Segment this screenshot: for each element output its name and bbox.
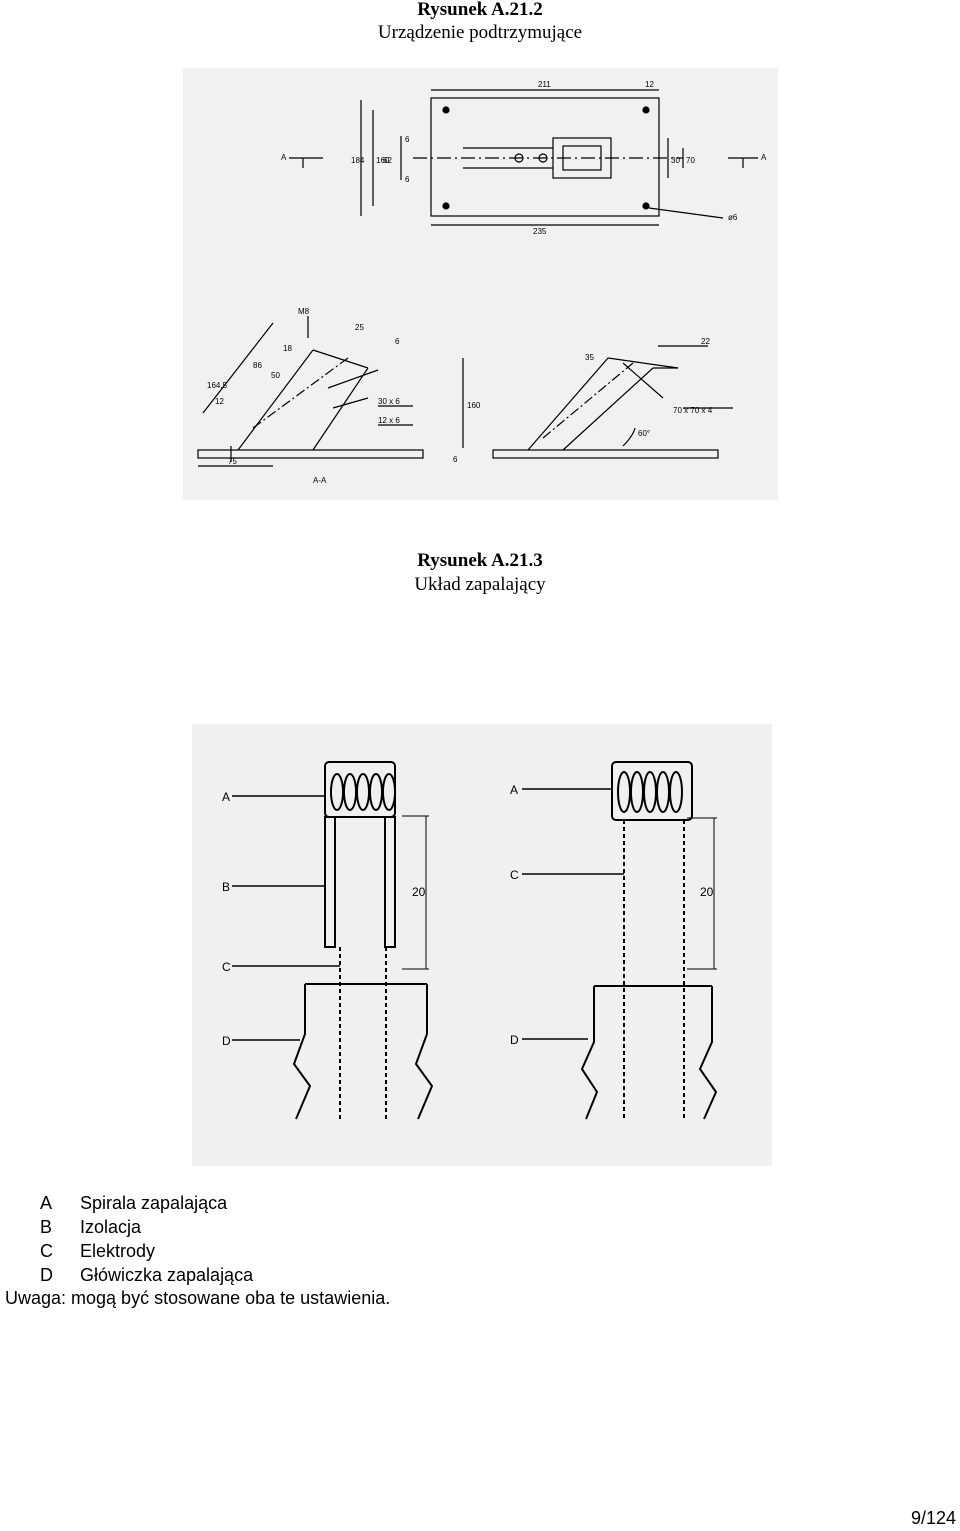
dim-6b: 6 [405, 175, 410, 184]
page-number: 9/124 [910, 1508, 956, 1528]
dim-235: 235 [533, 227, 547, 236]
dim-75: 75 [228, 457, 237, 466]
ignition-system-drawing: A B C D A C D 20 20 [192, 724, 772, 1166]
support-device-svg: 211 12 184 160 62 6 6 30 70 ø6 235 A A M… [183, 68, 778, 500]
legend-key: D [40, 1265, 53, 1285]
dim-18: 18 [283, 344, 292, 353]
dim-20-left: 20 [412, 885, 426, 899]
legend-item: A Spirala zapalająca [40, 1191, 253, 1215]
legend: A Spirala zapalająca B Izolacja C Elektrody… [40, 1191, 253, 1287]
dim-50: 50 [271, 371, 280, 380]
section-mark-a-right: A [761, 153, 767, 162]
legend-text: Spirala zapalająca [80, 1193, 228, 1213]
dim-25: 25 [355, 323, 364, 332]
label-c-left: C [222, 960, 231, 974]
dim-12x6: 12 x 6 [378, 416, 400, 425]
label-d-left: D [222, 1034, 231, 1048]
dim-6d: 6 [453, 455, 458, 464]
dim-30x6: 30 x 6 [378, 397, 400, 406]
figure2-title: Układ zapalający [414, 574, 546, 595]
legend-text: Główiczka zapalająca [80, 1265, 254, 1285]
dim-30: 30 [671, 156, 680, 165]
dim-70x70x4: 70 x 70 x 4 [673, 406, 713, 415]
legend-key: B [40, 1217, 53, 1237]
label-b-left: B [222, 880, 230, 894]
ignition-system-svg: A B C D A C D 20 20 [192, 724, 772, 1166]
dim-164-5: 164,5 [207, 381, 228, 390]
legend-item: B Izolacja [40, 1215, 253, 1239]
dim-phi6: ø6 [728, 213, 738, 222]
section-label-aa: A-A [313, 476, 327, 485]
legend-text: Izolacja [80, 1217, 142, 1237]
label-a-left: A [222, 790, 230, 804]
dim-184: 184 [351, 156, 365, 165]
figure1-number: Rysunek A.21.2 [417, 0, 543, 20]
note: Uwaga: mogą być stosowane oba te ustawie… [5, 1288, 391, 1308]
label-c-right: C [510, 868, 519, 882]
support-device-drawing: 211 12 184 160 62 6 6 30 70 ø6 235 A A M… [183, 68, 778, 500]
legend-item: C Elektrody [40, 1239, 253, 1263]
dim-20-right: 20 [700, 885, 714, 899]
dim-70: 70 [686, 156, 695, 165]
label-a-right: A [510, 783, 518, 797]
legend-key: C [40, 1241, 53, 1261]
label-d-right: D [510, 1033, 519, 1047]
dim-160b: 160 [467, 401, 481, 410]
dim-12b: 12 [215, 397, 224, 406]
dim-6a: 6 [405, 135, 410, 144]
dim-12: 12 [645, 80, 654, 89]
legend-item: D Główiczka zapalająca [40, 1263, 253, 1287]
section-mark-a-left: A [281, 153, 287, 162]
figure2-number: Rysunek A.21.3 [417, 550, 543, 571]
legend-text: Elektrody [80, 1241, 156, 1261]
dim-60deg: 60° [638, 429, 650, 438]
legend-key: A [40, 1193, 53, 1213]
dim-211: 211 [538, 80, 551, 89]
dim-6c: 6 [395, 337, 400, 346]
figure1-title: Urządzenie podtrzymujące [377, 22, 583, 43]
dim-35: 35 [585, 353, 594, 362]
dim-m8: M8 [298, 307, 310, 316]
dim-86: 86 [253, 361, 262, 370]
dim-160: 160 [376, 156, 390, 165]
dim-62: 62 [383, 156, 392, 165]
dim-22: 22 [701, 337, 710, 346]
